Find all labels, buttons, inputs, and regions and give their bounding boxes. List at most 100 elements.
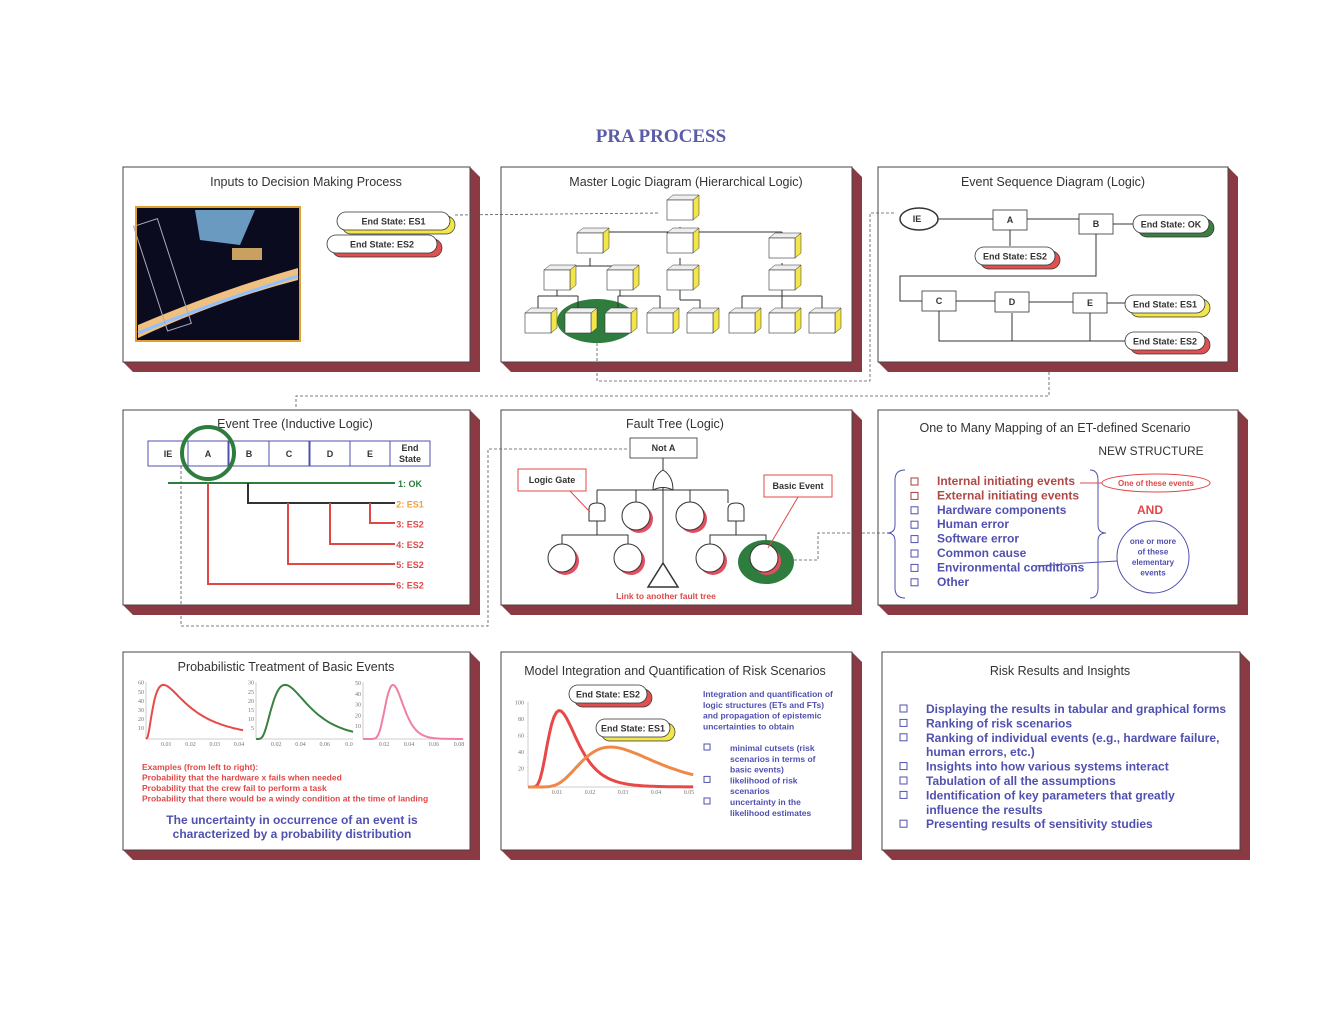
esd-event-d-label: D <box>1009 297 1016 307</box>
y-tick: 40 <box>518 750 524 756</box>
connector-line <box>709 521 737 544</box>
esd-event-a <box>992 209 1028 231</box>
one-or-more-label: of these <box>1138 548 1169 557</box>
checkbox-icon <box>899 790 908 799</box>
highlight-circle <box>180 425 236 481</box>
logic-box-top <box>604 307 638 314</box>
x-tick: 0.02 <box>185 742 196 748</box>
x-tick: 0.06 <box>429 742 440 748</box>
distribution-curve <box>256 683 354 740</box>
et-header-label: IE <box>164 449 173 459</box>
basic-event-circle <box>749 543 779 573</box>
y-tick: 60 <box>518 734 524 740</box>
logic-box-top <box>543 264 577 271</box>
connector-line <box>569 490 591 513</box>
esd-event-b-label: B <box>1093 219 1100 229</box>
checkbox-icon <box>910 477 919 486</box>
one-or-more-label: one or more <box>1130 537 1177 546</box>
model-bullet: scenarios in terms of <box>730 754 816 764</box>
et-header-label: E <box>367 449 373 459</box>
panel-title-mapping: One to Many Mapping of an ET-defined Sce… <box>920 421 1191 435</box>
y-tick: 20 <box>518 767 524 773</box>
end-state-es2-pill <box>326 234 438 254</box>
x-tick: 0.04 <box>404 742 415 748</box>
panel <box>122 651 471 851</box>
logic-box <box>768 312 796 334</box>
y-tick: 30 <box>248 681 254 687</box>
logic-box <box>768 269 796 291</box>
panel-title-esd: Event Sequence Diagram (Logic) <box>961 175 1145 189</box>
logic-box <box>564 312 592 334</box>
end-state-es1-pill-label: End State: ES1 <box>361 217 425 227</box>
panel-title-prob: Probabilistic Treatment of Basic Events <box>178 660 395 674</box>
panel-title-fault-tree: Fault Tree (Logic) <box>626 417 724 431</box>
logic-box-top <box>666 264 700 271</box>
end-state-es2-pill <box>1124 331 1206 351</box>
model-intro: logic structures (ETs and FTs) <box>703 700 824 710</box>
mapping-item: Human error <box>937 517 1009 531</box>
basic-event-circle <box>613 543 643 573</box>
example-text: Probability that the hardware x fails wh… <box>142 773 342 783</box>
result-item: Presenting results of sensitivity studie… <box>926 817 1153 831</box>
y-tick: 25 <box>248 690 254 696</box>
x-tick: 0.0 <box>345 742 353 748</box>
et-outcome: 5: ES2 <box>396 560 424 570</box>
logic-box <box>604 312 632 334</box>
y-tick: 20 <box>248 699 254 705</box>
logic-box <box>666 269 694 291</box>
checkbox-icon <box>899 704 908 713</box>
logic-box-top <box>564 307 598 314</box>
end-state-ok-pill <box>1132 214 1210 234</box>
esd-event-d <box>994 291 1030 313</box>
logic-box-top <box>606 264 640 271</box>
et-header-label: C <box>286 449 293 459</box>
result-item: Insights into how various systems intera… <box>926 760 1169 774</box>
end-state-es2-pill-label: End State: ES2 <box>576 690 640 700</box>
checkbox-icon <box>910 491 919 500</box>
connector-line <box>362 682 463 740</box>
connector-line <box>938 311 1125 342</box>
logic-box-top <box>768 264 802 271</box>
page-title: PRA PROCESS <box>596 126 726 147</box>
y-tick: 40 <box>138 699 144 705</box>
one-or-more-label: elementary <box>1132 558 1175 567</box>
basic-event-circle <box>621 501 651 531</box>
y-tick: 20 <box>355 713 361 719</box>
end-state-es1-pill-label: End State: ES1 <box>1133 300 1197 310</box>
esd-event-a-label: A <box>1007 215 1014 225</box>
link-esd-et <box>295 372 1050 408</box>
end-state-es2-pill-label: End State: ES2 <box>350 240 414 250</box>
checkbox-icon <box>703 743 711 751</box>
checkbox-icon <box>910 549 919 558</box>
esd-event-e-label: E <box>1087 298 1093 308</box>
checkbox-icon <box>899 762 908 771</box>
checkbox-icon <box>899 776 908 785</box>
model-intro: Integration and quantification of <box>703 689 833 699</box>
checkbox-icon <box>910 520 919 529</box>
connector-line <box>561 521 598 544</box>
new-structure-label: NEW STRUCTURE <box>1098 444 1203 458</box>
x-tick: 0.06 <box>320 742 331 748</box>
connector-line <box>369 503 395 524</box>
connector-line <box>247 483 395 504</box>
model-intro: and propagation of epistemic <box>703 711 822 721</box>
et-header-cell <box>389 440 431 467</box>
x-tick: 0.04 <box>651 790 662 796</box>
ie-label: IE <box>913 214 922 224</box>
basic-event-circle <box>547 543 577 573</box>
y-tick: 50 <box>355 681 361 687</box>
logic-box <box>666 199 694 221</box>
model-bullet: likelihood of risk <box>730 775 798 785</box>
risk-distribution-curve <box>528 745 694 789</box>
basic-event-circle <box>695 543 725 573</box>
logic-box-top <box>768 307 802 314</box>
checkbox-icon <box>910 535 919 544</box>
y-tick: 100 <box>515 701 524 707</box>
top-event-box-label: Not A <box>652 443 676 453</box>
end-state-es1-pill <box>1124 294 1206 314</box>
distribution-curve <box>145 683 244 740</box>
and-gate <box>727 502 745 522</box>
result-item: Identification of key parameters that gr… <box>926 788 1175 802</box>
mapping-item: Other <box>937 575 969 589</box>
